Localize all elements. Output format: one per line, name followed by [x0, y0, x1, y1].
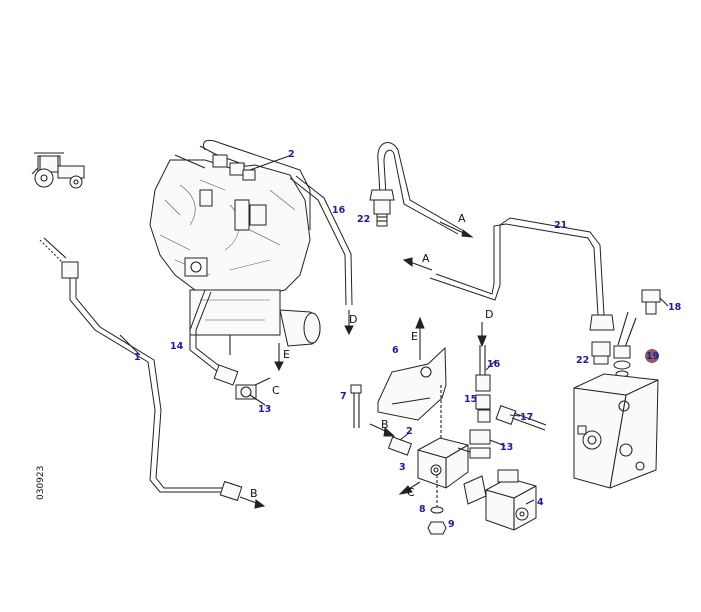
- pipe-a-top: [377, 142, 463, 235]
- tractor-icon: [31, 152, 85, 189]
- arrow-d-mid: [477, 322, 487, 348]
- pump-assembly: [149, 159, 321, 347]
- bolt-18: [641, 289, 661, 315]
- pipe-16-mid: [475, 345, 491, 392]
- callout-15: 15: [464, 394, 477, 405]
- callout-2-top: 2: [288, 149, 295, 160]
- fitting-1-bottom: [219, 480, 243, 502]
- pipe-14: [189, 289, 223, 373]
- arrow-e-left: [229, 335, 284, 372]
- callout-22-right: 22: [576, 355, 589, 366]
- callout-13-left: 13: [258, 404, 271, 415]
- bracket-6: [377, 346, 447, 421]
- fitting-13-mid: [457, 429, 491, 459]
- callout-8: 8: [419, 504, 426, 515]
- flow-a-top: A: [458, 212, 466, 225]
- fitting-1-top: [39, 237, 79, 279]
- callout-17: 17: [520, 412, 533, 423]
- flow-b-mid: B: [381, 418, 389, 431]
- arrow-c-left: [254, 377, 271, 386]
- valve-block-right: [573, 373, 659, 489]
- arrow-b-mid: [369, 423, 396, 437]
- pipe-2: [174, 139, 311, 230]
- pipe-16-left: [289, 175, 353, 306]
- callout-13-mid: 13: [500, 442, 513, 453]
- callout-7: 7: [340, 391, 347, 402]
- callout-19-marker: [645, 349, 659, 363]
- flow-b-left: B: [250, 487, 258, 500]
- callout-4: 4: [537, 497, 544, 508]
- solenoid-4: [463, 469, 537, 531]
- callout-2-mid: 2: [406, 426, 413, 437]
- wire-19: [617, 311, 637, 351]
- arrow-b-left: [239, 496, 266, 509]
- arrow-c-mid: [398, 481, 421, 495]
- flow-e-left: E: [283, 348, 290, 361]
- flow-a-mid: A: [422, 252, 430, 265]
- flow-c-left: C: [272, 384, 280, 397]
- callout-22-top: 22: [357, 214, 370, 225]
- arrow-d-left: [344, 310, 354, 336]
- flow-c-mid: C: [407, 486, 415, 499]
- callout-1: 1: [134, 352, 141, 363]
- callout-9: 9: [448, 519, 455, 530]
- fitting-19: [613, 345, 631, 378]
- flow-e-mid: E: [411, 330, 418, 343]
- bolt-7: [350, 384, 362, 428]
- arrow-a-top: [439, 221, 474, 238]
- drawing-code: 030923: [36, 466, 46, 500]
- fitting-2: [212, 154, 256, 181]
- arrow-e-mid: [415, 316, 425, 360]
- flow-letters: A A B B C C D D E E: [250, 212, 493, 500]
- callout-18: 18: [668, 302, 682, 313]
- fitting-15: [475, 394, 491, 423]
- leader-lines: [119, 155, 669, 505]
- arrow-a-mid: [402, 257, 433, 271]
- pipe-1: [69, 278, 225, 493]
- flow-d-left: D: [349, 313, 357, 326]
- nut-9: [427, 521, 447, 535]
- fitting-22-top: [369, 189, 395, 227]
- pipe-21: [429, 217, 605, 316]
- fitting-17: [495, 405, 547, 431]
- block-3: [417, 437, 469, 489]
- callout-16-mid: 16: [487, 359, 501, 370]
- callout-14: 14: [170, 341, 184, 352]
- washer-8: [430, 506, 444, 514]
- fitting-22-right: [589, 314, 615, 379]
- fitting-2-mid: [387, 436, 413, 456]
- callout-16-left: 16: [332, 205, 346, 216]
- callout-21: 21: [554, 220, 567, 231]
- callout-3: 3: [399, 462, 406, 473]
- callout-labels: 1 2 2 3 4 6 7 8 9 13 13 14 15 16 16 17 1…: [134, 149, 682, 530]
- callout-6: 6: [392, 345, 399, 356]
- flow-d-mid: D: [485, 308, 493, 321]
- fitting-13-left: [213, 364, 257, 400]
- callout-19: 19: [646, 351, 659, 362]
